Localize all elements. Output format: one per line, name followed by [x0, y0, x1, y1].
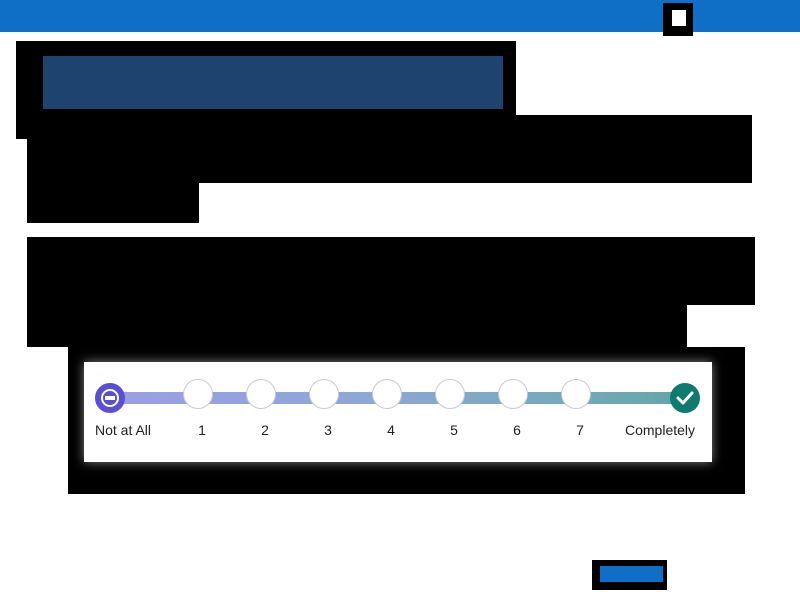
question-text-block: [27, 115, 752, 183]
rating-scale: Not at All 1 2 3 4 5 6 7 Completely: [84, 362, 712, 462]
minus-icon: [105, 396, 115, 400]
scale-point-label: 1: [198, 422, 206, 438]
scale-option-4[interactable]: [372, 379, 402, 409]
scale-point-label: 2: [261, 422, 269, 438]
instruction-text-block: [27, 237, 755, 305]
completely-option[interactable]: [670, 383, 700, 413]
scale-min-label: Not at All: [95, 422, 152, 438]
scale-max-label: Completely: [625, 422, 696, 438]
scale-point-label: 6: [513, 422, 521, 438]
scale-option-7[interactable]: [561, 379, 591, 409]
scale-option-2[interactable]: [246, 379, 276, 409]
page-title-bar: [43, 56, 503, 109]
scale-option-3[interactable]: [309, 379, 339, 409]
scale-point-label: 3: [324, 422, 332, 438]
not-at-all-option[interactable]: [95, 383, 125, 413]
scale-option-1[interactable]: [183, 379, 213, 409]
scale-point-label: 5: [450, 422, 458, 438]
check-icon: [676, 391, 694, 405]
scale-option-5[interactable]: [435, 379, 465, 409]
scale-point-label: 4: [387, 422, 395, 438]
scale-point-label: 7: [576, 422, 584, 438]
next-button-face: [600, 566, 663, 582]
instruction-text-block-tail: [27, 305, 687, 347]
question-text-block-tail: [27, 183, 199, 223]
top-right-button[interactable]: [663, 3, 693, 36]
square-icon: [672, 10, 686, 26]
next-button[interactable]: [592, 560, 667, 590]
scale-option-6[interactable]: [498, 379, 528, 409]
